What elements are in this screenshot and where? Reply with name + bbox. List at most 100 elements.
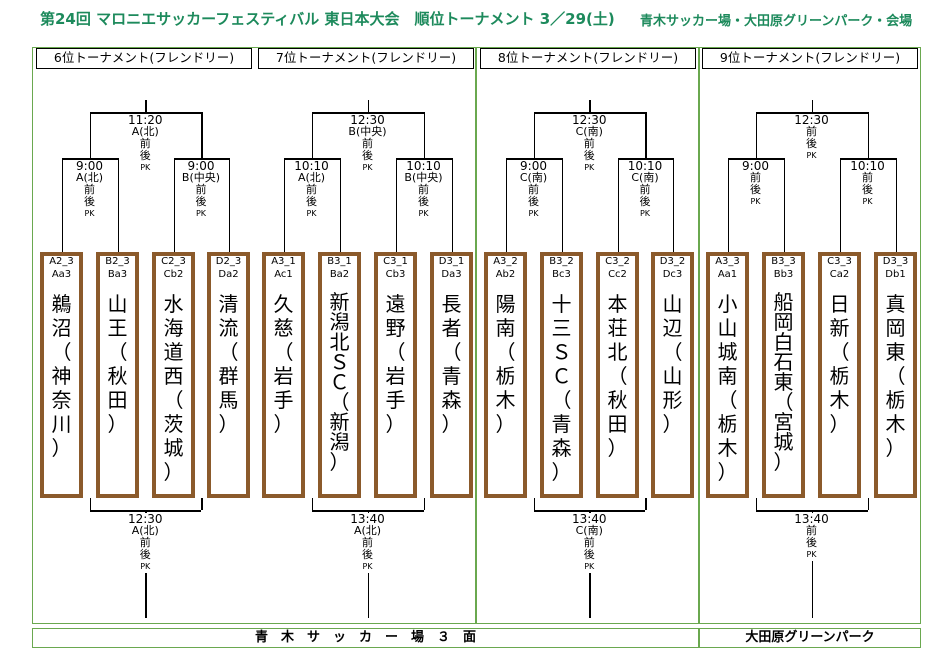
bracket-line — [423, 112, 425, 158]
match-b: 後 — [139, 548, 151, 561]
bracket-line — [311, 112, 424, 114]
match-b: 後 — [862, 183, 873, 196]
match-b: 後 — [417, 195, 429, 208]
bracket-line — [727, 158, 784, 160]
match-pk: PK — [528, 209, 539, 218]
bracket-line — [839, 158, 896, 160]
seed-code: C3_1 — [383, 256, 408, 267]
match-a: 前 — [83, 183, 95, 196]
match-time: 12:30 — [571, 113, 607, 127]
group-code: Ac1 — [274, 269, 293, 280]
match-b: 後 — [362, 548, 373, 561]
frame-middle — [476, 47, 699, 624]
match-b: 後 — [139, 149, 151, 162]
bracket-line — [895, 158, 897, 252]
match-pk: PK — [806, 151, 817, 160]
tournament-header-9: 9位トーナメント(フレンドリー) — [702, 48, 918, 69]
footer-otawara: 大田原グリーンパーク — [699, 628, 921, 648]
team-name: 陽 南 （ 栃 木 ） — [495, 292, 516, 436]
seed-code: A2_3 — [49, 256, 74, 267]
bracket-line — [839, 158, 841, 252]
match-field: A(北) — [131, 524, 159, 537]
bracket-line — [589, 100, 591, 112]
bracket-line — [755, 112, 868, 114]
bracket-line — [201, 112, 203, 158]
match-field: C(南) — [519, 171, 548, 184]
bracket-line — [867, 498, 869, 510]
match-pk: PK — [418, 209, 429, 218]
match-b: 後 — [195, 195, 207, 208]
tournament-header-8: 8位トーナメント(フレンドリー) — [480, 48, 696, 69]
match-field: C(南) — [631, 171, 659, 184]
match-time: 10:10 — [294, 159, 329, 173]
match-field: A(北) — [297, 171, 326, 184]
match-field: B(中央) — [181, 171, 221, 184]
match-pk: PK — [750, 197, 761, 206]
bracket-line — [173, 158, 175, 252]
group-code: Ca2 — [829, 269, 850, 280]
bracket-line — [505, 158, 507, 252]
team-name: 十 三 Ｓ Ｃ （ 青 森 ） — [551, 292, 572, 484]
bracket-line — [117, 158, 119, 252]
match-pk: PK — [362, 163, 373, 172]
match-time: 12:30 — [127, 512, 163, 526]
group-code: Bb3 — [773, 269, 794, 280]
match-a: 前 — [362, 536, 373, 549]
bracket-line — [339, 158, 341, 252]
page-title: 第24回 マロニエサッカーフェスティバル 東日本大会 順位トーナメント 3／29… — [40, 10, 615, 28]
bracket-line — [311, 498, 313, 510]
team-name: 日 新 （ 栃 木 ） — [829, 292, 850, 436]
seed-code: B2_3 — [105, 256, 130, 267]
group-code: Cb3 — [385, 269, 406, 280]
match-field: C(南) — [575, 125, 603, 138]
match-a: 前 — [583, 536, 595, 549]
match-b: 後 — [306, 195, 317, 208]
bracket-line — [201, 498, 203, 510]
match-time: 9:00 — [520, 159, 547, 173]
group-code: Ab2 — [495, 269, 516, 280]
match-field: B(中央) — [404, 171, 443, 184]
match-a: 前 — [862, 171, 873, 184]
team-name: 本 荘 北 （ 秋 田 ） — [607, 292, 628, 460]
group-code: Bc3 — [552, 269, 571, 280]
match-b: 後 — [583, 149, 595, 162]
bracket-line — [617, 158, 619, 252]
bracket-line — [367, 100, 369, 112]
team-name: 鵜 沼 （ 神 奈 川 ） — [51, 292, 72, 460]
match-time: 9:00 — [742, 159, 769, 173]
match-b: 後 — [806, 137, 817, 150]
bracket-line — [145, 100, 147, 112]
footer-aoki: 青 木 サ ッ カ ー 場 ３ 面 — [32, 628, 699, 648]
team-name: 新 潟 北 Ｓ Ｃ （ 新 潟 ） — [329, 290, 350, 474]
match-a: 前 — [139, 536, 151, 549]
team-name: 水 海 道 西 （ 茨 城 ） — [163, 292, 184, 484]
bracket-line — [811, 100, 813, 112]
team-name: 久 慈 （ 岩 手 ） — [273, 292, 294, 436]
tournament-header-7: 7位トーナメント(フレンドリー) — [258, 48, 474, 69]
match-a: 前 — [639, 183, 651, 196]
bracket-line — [645, 112, 647, 158]
bracket-line — [61, 158, 63, 252]
bracket-line — [61, 158, 118, 160]
match-a: 前 — [306, 183, 317, 196]
match-b: 後 — [527, 195, 539, 208]
match-pk: PK — [306, 209, 317, 218]
match-time: 13:40 — [350, 512, 385, 526]
team-name: 小 山 城 南 （ 栃 木 ） — [717, 292, 738, 484]
bracket-line — [617, 158, 673, 160]
match-time: 9:00 — [76, 159, 103, 173]
bracket-line — [533, 498, 535, 510]
